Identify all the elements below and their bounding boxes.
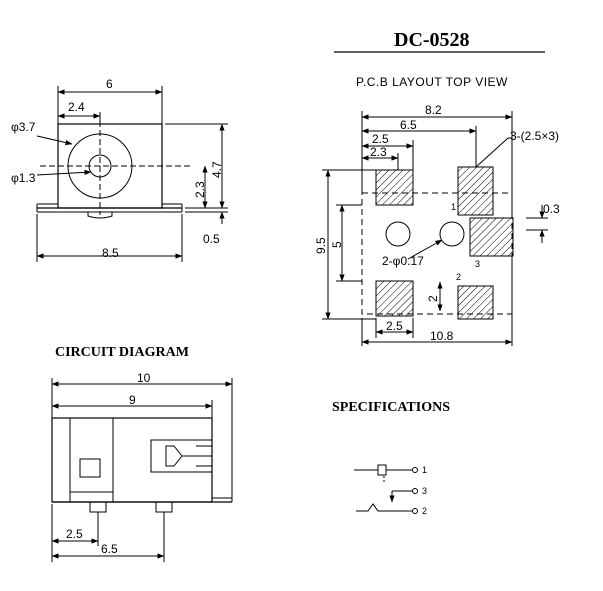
label-h5: 5 (330, 241, 344, 248)
label-w9: 9 (129, 393, 136, 407)
side-heading: CIRCUIT DIAGRAM (55, 345, 189, 360)
label-w25: 2.5 (372, 132, 389, 146)
spec-pin-2: 2 (422, 506, 428, 516)
pcb-pin-2: 2 (456, 272, 462, 282)
leader-13 (36, 169, 92, 176)
pads-leader (475, 137, 509, 168)
side-window (79, 458, 101, 478)
label-w65: 6.5 (400, 118, 417, 132)
pad-1 (457, 166, 494, 216)
label-w10: 10 (137, 371, 151, 385)
side-view (51, 378, 233, 562)
switch-contact (356, 503, 412, 512)
spec-pin-3: 3 (422, 486, 428, 496)
pcb-pin-1: 1 (451, 202, 457, 212)
label-d2: 2 (426, 295, 440, 302)
pad-2 (457, 285, 494, 320)
label-pads: 3-(2.5×3) (510, 129, 560, 143)
label-w23: 2.3 (370, 145, 387, 159)
label-w82: 8.2 (425, 103, 442, 117)
pcb-layout (322, 111, 548, 346)
label-w108: 10.8 (430, 329, 454, 343)
drawing-title: DC-0528 (394, 29, 470, 51)
front-body (57, 123, 163, 209)
label-w25-side: 2.5 (66, 527, 83, 541)
label-h47: 4.7 (210, 161, 224, 178)
pad-bottom-left (375, 280, 414, 317)
leader-37 (36, 135, 73, 146)
hole-right (439, 221, 465, 247)
hole-left (385, 221, 411, 247)
label-h95: 9.5 (314, 237, 328, 254)
front-view (36, 86, 228, 262)
holes-leader (407, 239, 443, 260)
label-w85: 8.5 (102, 246, 119, 260)
label-w6: 6 (106, 77, 113, 91)
schematic (354, 464, 418, 514)
side-pin-1 (89, 502, 107, 513)
side-pin-2 (155, 502, 173, 513)
label-w25b: 2.5 (386, 319, 403, 333)
label-03: 0.3 (543, 202, 560, 216)
schematic-pin (377, 464, 387, 476)
label-h23: 2.3 (193, 181, 207, 198)
side-body (51, 417, 213, 503)
pcb-heading: P.C.B LAYOUT TOP VIEW (356, 75, 508, 89)
terminal-2 (412, 508, 418, 514)
label-w65-side: 6.5 (101, 542, 118, 556)
terminal-1 (412, 467, 418, 473)
spec-heading: SPECIFICATIONS (332, 400, 450, 415)
terminal-3 (412, 488, 418, 494)
label-d37: φ3.7 (11, 120, 36, 134)
label-holes: 2-φ0.17 (382, 254, 424, 268)
front-pin (87, 212, 113, 219)
label-t05: 0.5 (203, 232, 220, 246)
pad-3 (469, 217, 514, 257)
pcb-pin-3: 3 (475, 259, 481, 269)
label-w24: 2.4 (68, 100, 85, 114)
label-d13: φ1.3 (11, 171, 36, 185)
spec-pin-1: 1 (422, 465, 428, 475)
pad-top-left (375, 169, 414, 206)
